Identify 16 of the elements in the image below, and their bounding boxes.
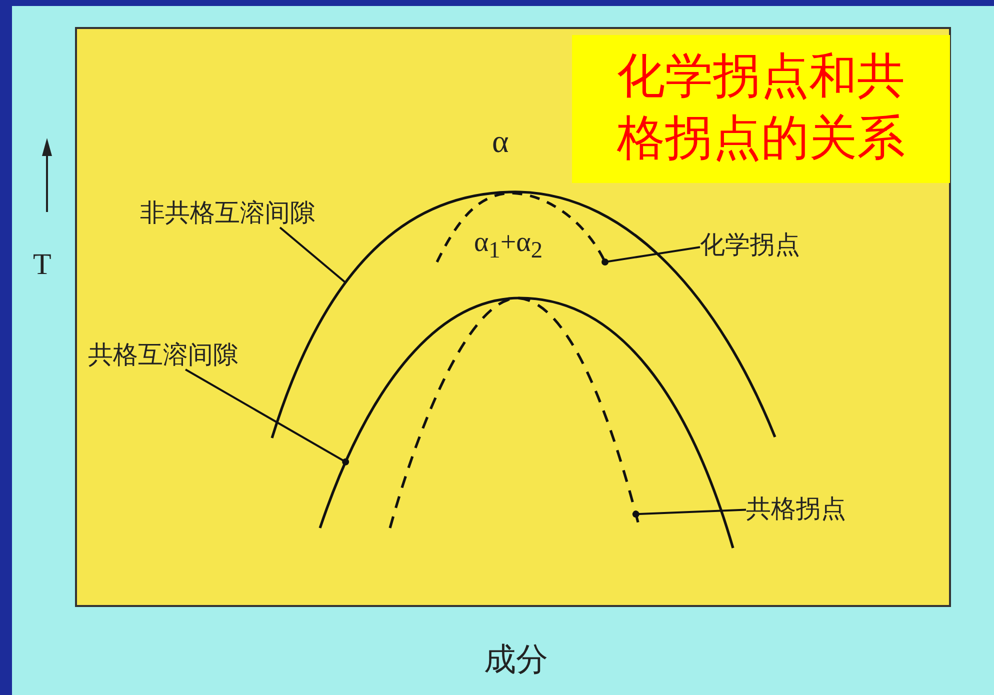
phase-label: α <box>492 124 509 160</box>
title: 化学拐点和共格拐点的关系 <box>572 35 950 183</box>
leader-line <box>279 226 346 284</box>
curve-label: 非共格互溶间隙 <box>140 200 315 228</box>
axis-label: 成分 <box>484 642 548 678</box>
phase-label: α$_{1}$+α$_{2}$ <box>474 228 542 264</box>
curve-label: 共格互溶间隙 <box>88 342 238 370</box>
curve-label: 共格拐点 <box>746 496 846 524</box>
curve-label: 化学拐点 <box>700 232 800 260</box>
solid-curve <box>318 296 734 548</box>
axis-label: T <box>33 248 52 281</box>
leader-line <box>602 246 700 266</box>
dashed-curve <box>436 192 606 263</box>
dashed-curve <box>388 296 642 530</box>
leader-line <box>632 508 746 518</box>
leader-line <box>185 368 350 466</box>
